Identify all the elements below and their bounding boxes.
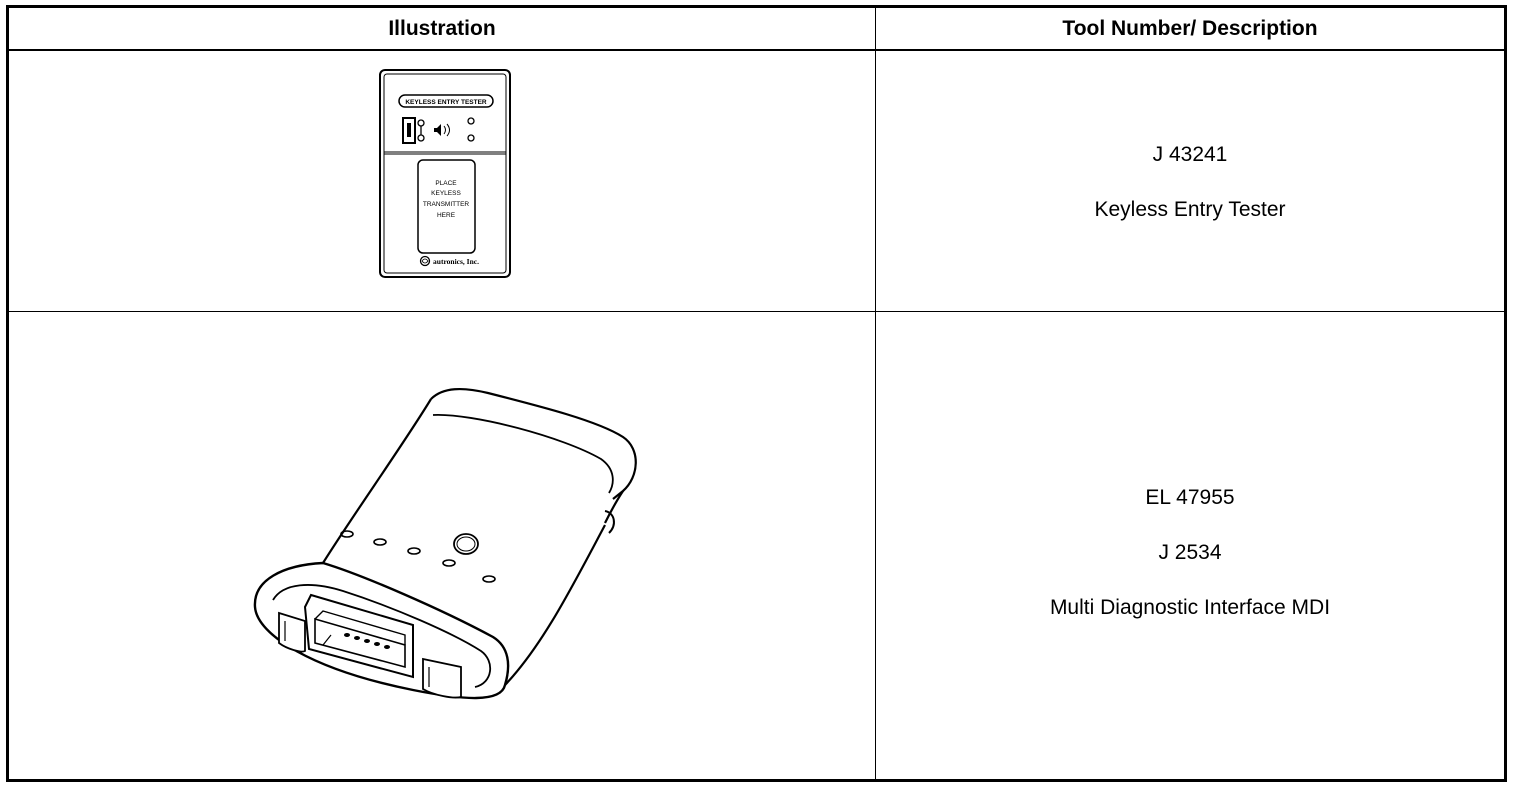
description-cell-keyless-tester: J 43241 Keyless Entry Tester [876, 51, 1504, 311]
tool-number: EL 47955 [1145, 486, 1235, 509]
row-divider [9, 311, 1504, 312]
device-label-text: KEYLESS ENTRY TESTER [405, 99, 487, 106]
slot-text-line: TRANSMITTER [423, 201, 470, 208]
header-illustration: Illustration [388, 16, 496, 40]
tool-description: Multi Diagnostic Interface MDI [1049, 596, 1331, 619]
header-tool-description: Tool Number/ Description [1062, 16, 1318, 40]
illustration-cell-keyless-tester: KEYLESS ENTRY TESTER PLACE KEYLESS TRANS… [9, 51, 875, 311]
tool-number: J 43241 [1152, 143, 1228, 166]
header-divider [9, 49, 1504, 51]
slot-text-line: PLACE [435, 180, 457, 187]
tool-description: Keyless Entry Tester [1094, 198, 1286, 221]
column-divider [875, 8, 876, 779]
maker-logo-text: autronics, Inc. [433, 257, 479, 266]
slot-text-line: KEYLESS [431, 190, 461, 197]
slot-text-line: HERE [437, 212, 456, 219]
description-cell-mdi: EL 47955 J 2534 Multi Diagnostic Interfa… [876, 312, 1504, 779]
tool-table: Illustration Tool Number/ Description KE… [6, 5, 1507, 782]
keyless-entry-tester-illustration: KEYLESS ENTRY TESTER PLACE KEYLESS TRANS… [379, 69, 511, 278]
illustration-cell-mdi [9, 312, 875, 779]
mdi-device-illustration [253, 387, 637, 700]
tool-number-alt: J 2534 [1158, 541, 1222, 564]
